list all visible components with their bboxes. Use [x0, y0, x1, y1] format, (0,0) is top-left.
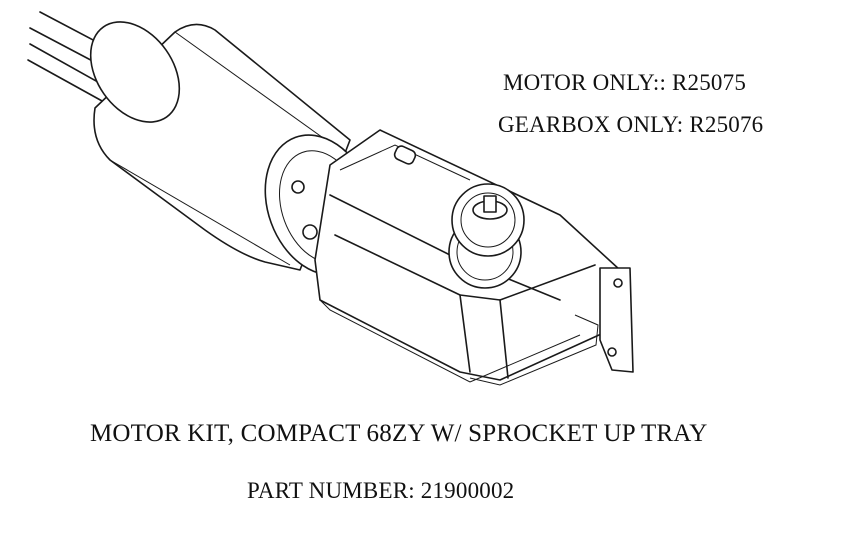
part-number-label: PART NUMBER: 21900002 [247, 478, 515, 503]
motor-kit-drawing [27, 11, 634, 386]
gearbox-only-label: GEARBOX ONLY: R25076 [498, 112, 764, 137]
kit-title: MOTOR KIT, COMPACT 68ZY W/ SPROCKET UP T… [90, 420, 708, 447]
sprocket-assembly [448, 183, 525, 289]
motor-only-label: MOTOR ONLY:: R25075 [503, 70, 747, 95]
mounting-tray [469, 267, 634, 386]
